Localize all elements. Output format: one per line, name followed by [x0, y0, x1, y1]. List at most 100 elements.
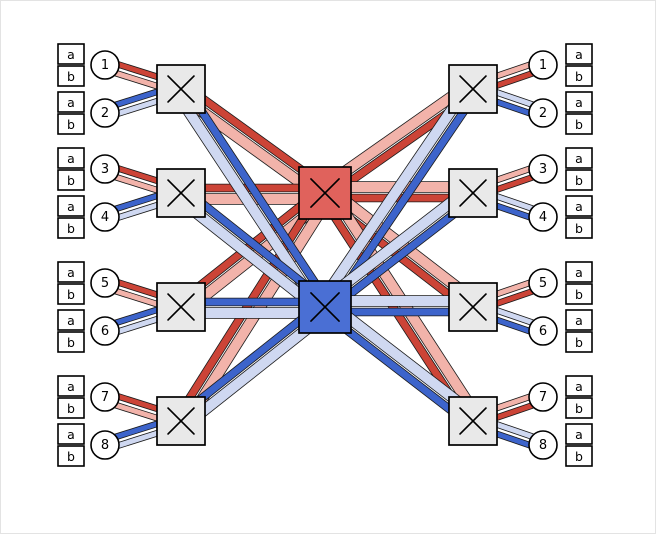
- port-label: b: [575, 401, 583, 416]
- crossbar-switch-icon: [167, 293, 195, 321]
- host-circle: [90, 202, 120, 232]
- port-right-5a: a: [565, 261, 593, 283]
- port-label: a: [67, 265, 75, 280]
- port-box: [565, 113, 593, 135]
- port-right-6a: a: [565, 309, 593, 331]
- port-box: [565, 195, 593, 217]
- host-number: 3: [101, 162, 109, 177]
- port-label: a: [575, 151, 583, 166]
- leaf-switch-left-4: [156, 396, 206, 446]
- host-circle: [90, 154, 120, 184]
- host-left-4: ab4: [57, 195, 120, 239]
- port-label: b: [67, 287, 75, 302]
- host-left-2: ab 2: [57, 91, 120, 135]
- host-number: 6: [539, 324, 547, 339]
- port-left-6a: a: [57, 309, 85, 331]
- port-left-1a: a: [57, 43, 85, 65]
- red-spine-switch: [298, 166, 352, 220]
- port-label: a: [67, 427, 75, 442]
- host-number: 6: [101, 324, 109, 339]
- host-circle: [528, 316, 558, 346]
- port-right-7a: a: [565, 375, 593, 397]
- port-label: b: [575, 69, 583, 84]
- crossbar-switch-icon: [167, 179, 195, 207]
- host-right-6: ab6: [528, 309, 593, 353]
- port-box: [565, 91, 593, 113]
- host-number: 3: [539, 162, 547, 177]
- port-box: [57, 423, 85, 445]
- port-left-2b: b: [57, 113, 85, 135]
- port-box: [565, 423, 593, 445]
- port-right-8a: a: [565, 423, 593, 445]
- host-left-5: ab5: [57, 261, 120, 305]
- port-right-3a: a: [565, 147, 593, 169]
- port-left-3a: a: [57, 147, 85, 169]
- host-circle: [90, 430, 120, 460]
- crossbar-switch-icon: [459, 293, 487, 321]
- host-circle: [90, 268, 120, 298]
- leaf-switch-left-2-box: [156, 168, 206, 218]
- link-ribbon: [182, 84, 333, 307]
- port-label: b: [67, 117, 75, 132]
- port-label: b: [67, 401, 75, 416]
- port-label: a: [575, 47, 583, 62]
- port-label: a: [575, 199, 583, 214]
- port-label: a: [67, 47, 75, 62]
- port-box: [565, 217, 593, 239]
- crossbar-switch-icon: [167, 407, 195, 435]
- host-circle: [528, 202, 558, 232]
- host-number: 8: [101, 438, 109, 453]
- host-number: 5: [539, 276, 547, 291]
- host-number: 2: [101, 106, 109, 121]
- host-number: 1: [101, 58, 109, 73]
- trunk-links-layer: [171, 79, 483, 431]
- port-box: [565, 309, 593, 331]
- port-label: a: [575, 313, 583, 328]
- port-label: b: [67, 221, 75, 236]
- port-box: [565, 375, 593, 397]
- crossbar-switch-icon: [459, 75, 487, 103]
- host-circle: [528, 268, 558, 298]
- port-box: [57, 375, 85, 397]
- blue-spine-switch: [298, 280, 352, 334]
- port-label: a: [67, 151, 75, 166]
- port-label: a: [67, 199, 75, 214]
- port-left-6b: b: [57, 331, 85, 353]
- host-circle: [90, 98, 120, 128]
- port-label: a: [575, 379, 583, 394]
- port-left-2a: a: [57, 91, 85, 113]
- port-right-4a: a: [565, 195, 593, 217]
- host-circle: [528, 98, 558, 128]
- port-label: b: [575, 173, 583, 188]
- port-box: [565, 261, 593, 283]
- port-label: a: [67, 379, 75, 394]
- port-box: [57, 445, 85, 467]
- crossbar-switch-icon: [459, 407, 487, 435]
- host-right-3: ab 3: [528, 147, 593, 191]
- host-left-8: ab8: [57, 423, 120, 467]
- port-box: [565, 43, 593, 65]
- port-label: b: [575, 117, 583, 132]
- leaf-switch-right-1: [448, 64, 498, 114]
- crossbar-switch-icon: [310, 292, 340, 322]
- port-box: [57, 43, 85, 65]
- port-label: a: [575, 427, 583, 442]
- host-number: 4: [539, 210, 547, 225]
- port-label: b: [67, 335, 75, 350]
- port-box: [57, 113, 85, 135]
- host-left-3: ab3: [57, 147, 120, 191]
- leaf-switch-right-1-box: [448, 64, 498, 114]
- leaf-switch-right-2: [448, 168, 498, 218]
- host-right-4: ab4: [528, 195, 593, 239]
- port-right-2a: a: [565, 91, 593, 113]
- port-box: [57, 195, 85, 217]
- host-left-1: ab1: [57, 43, 120, 87]
- leaf-switch-left-3: [156, 282, 206, 332]
- port-label: a: [575, 95, 583, 110]
- crossbar-switch-icon: [167, 75, 195, 103]
- port-label: b: [575, 449, 583, 464]
- host-right-7: ab7: [528, 375, 593, 419]
- port-left-7a: a: [57, 375, 85, 397]
- port-label: b: [575, 287, 583, 302]
